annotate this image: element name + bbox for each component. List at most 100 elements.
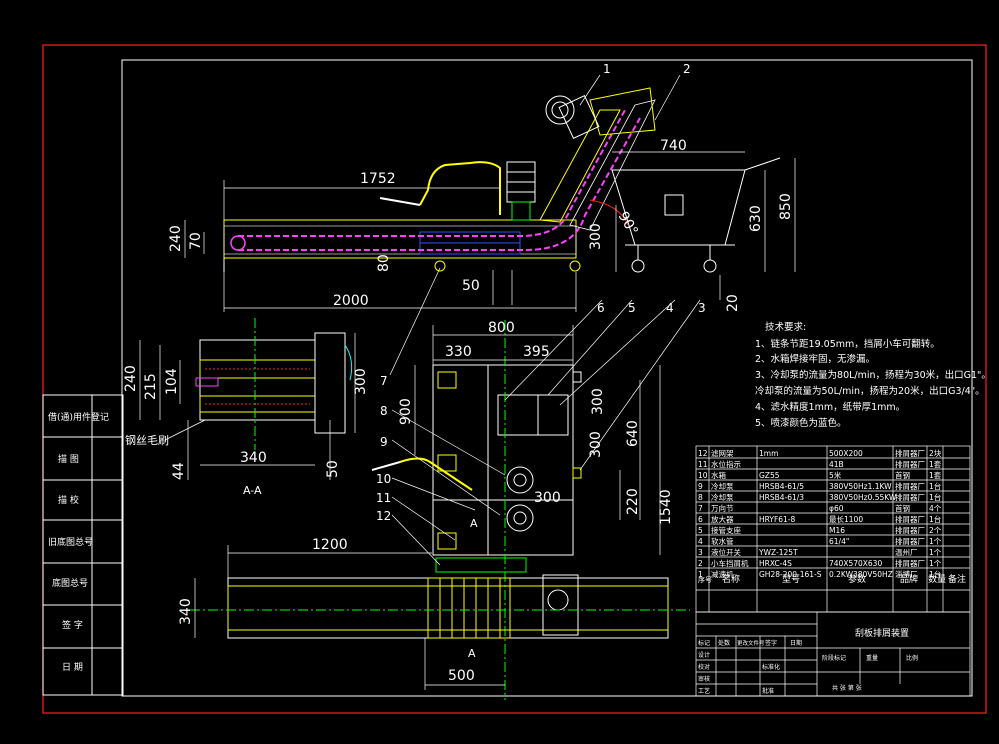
dim-395: 395: [523, 344, 550, 360]
dim-300-front: 300: [588, 223, 604, 250]
sheet-count: 共 张 第 张: [832, 684, 862, 692]
callout-2: 2: [683, 62, 691, 76]
bom-cell: 740X570X630: [829, 559, 882, 568]
bom-table: [695, 445, 971, 697]
bottom-view-dims: [194, 545, 505, 690]
callout-1: 1: [603, 62, 611, 76]
dim-50-section: 50: [325, 460, 341, 478]
bom-cell: 接管支座: [711, 525, 741, 535]
callout-8: 8: [380, 404, 388, 418]
bom-cell: 2: [698, 559, 703, 568]
sig-file: 更改文件号: [737, 639, 765, 647]
dim-630: 630: [748, 205, 764, 232]
bom-cell: 1mm: [759, 449, 778, 458]
sig-date: 日期: [790, 639, 802, 647]
dim-300-top-b: 300: [588, 431, 604, 458]
bom-cell: 1台: [929, 569, 941, 579]
outer-frame: [42, 44, 987, 714]
front-dims: [184, 151, 796, 312]
dim-1540: 1540: [658, 489, 674, 525]
tech-line-3: 3、冷却泵的流量为80L/min，扬程为30米，出口G1"。: [755, 369, 991, 381]
leader-lines: [164, 74, 701, 566]
bom-cell: 最长1100: [829, 514, 863, 524]
bom-cell: 1个: [929, 559, 942, 568]
bom-cell: 排屑器厂: [895, 448, 925, 458]
sig-sign: 签字: [765, 639, 777, 647]
callout-11: 11: [376, 491, 391, 505]
bom-cell: HRYF61-8: [759, 515, 796, 524]
callout-7: 7: [380, 374, 388, 388]
bom-cell: 滤网架: [711, 448, 734, 458]
side-table: [42, 394, 124, 696]
bom-cell: 0.2KW380V50HZ: [829, 570, 893, 579]
top-view-dims: [414, 325, 661, 555]
bom-cell: 排屑器厂: [895, 481, 925, 491]
tech-line-2: 2、水箱焊接牢固，无渗漏。: [755, 353, 875, 365]
bom-cell: 2块: [929, 448, 942, 458]
bom-cell: 淄博厂: [895, 569, 918, 579]
bom-cell: 4: [698, 537, 703, 546]
dim-1200: 1200: [312, 537, 348, 553]
inner-frame: [121, 59, 973, 697]
stage-weight: 重量: [866, 654, 878, 662]
drawing-title: 刮板排屑装置: [855, 627, 909, 639]
tech-line-5: 4、滤水精度1mm，纸带厚1mm。: [755, 401, 905, 413]
sig-count: 处数: [718, 639, 730, 647]
dim-240-front: 240: [168, 225, 184, 252]
callout-9: 9: [380, 435, 388, 449]
bom-cell: 1台: [929, 481, 941, 491]
side-cell-1: 描 图: [58, 453, 79, 465]
bom-cell: 放大器: [711, 514, 734, 524]
bom-cell: 500X200: [829, 449, 863, 458]
dim-70: 70: [188, 232, 204, 250]
front-view: [223, 87, 781, 273]
side-cell-2: 描 校: [58, 494, 79, 506]
bom-cell: 首钢: [895, 470, 910, 480]
bom-cell: M16: [829, 526, 845, 535]
bom-cell: 减速机: [711, 569, 734, 579]
bom-cell: 6: [698, 515, 703, 524]
bom-cell: 首钢: [895, 503, 910, 513]
bom-cell: 1台: [929, 492, 941, 502]
dim-850: 850: [778, 193, 794, 220]
callout-5: 5: [628, 301, 636, 315]
bom-cell: 12: [698, 449, 708, 458]
bom-cell: 排屑器厂: [895, 525, 925, 535]
callout-3: 3: [698, 301, 706, 315]
bom-header-qty: 数量: [928, 573, 946, 585]
bom-cell: 水箱: [711, 470, 726, 480]
bom-cell: 1个: [929, 548, 942, 557]
side-cell-4: 底图总号: [52, 577, 88, 589]
bom-cell: 软水管: [711, 536, 734, 546]
role-check: 校对: [698, 663, 710, 671]
bom-cell: 10: [698, 471, 708, 480]
side-cell-3: 旧底图总号: [48, 536, 93, 548]
section-aa-view: [195, 318, 353, 450]
bom-cell: HRSB4-61/3: [759, 493, 804, 502]
bom-cell: 4个: [929, 504, 942, 513]
bom-cell: 9: [698, 482, 703, 491]
dim-240-section: 240: [123, 365, 139, 392]
dim-300-section: 300: [353, 368, 369, 395]
dim-104: 104: [164, 368, 180, 395]
callout-12: 12: [376, 509, 391, 523]
bom-cell: 冷却泵: [711, 481, 734, 491]
dim-900: 900: [398, 398, 414, 425]
bom-cell: 5: [698, 526, 703, 535]
tech-line-4: 冷却泵的流量为50L/min，扬程为20米，出口G3/4"。: [755, 385, 985, 397]
role-process: 工艺: [698, 687, 710, 695]
bom-cell: 380V50Hz0.55KW: [829, 493, 897, 502]
bom-header-name: 名称: [722, 573, 740, 585]
dim-215: 215: [143, 373, 159, 400]
bom-header-model: 型号: [782, 574, 800, 585]
section-mark-bottom: A: [468, 647, 476, 660]
bom-cell: HRSB4-61/5: [759, 482, 804, 491]
bom-cell: 11: [698, 460, 708, 469]
bom-cell: HRXC-4S: [759, 559, 792, 568]
bom-cell: YWZ-125T: [758, 548, 798, 557]
dim-330: 330: [445, 344, 472, 360]
tech-line-6: 5、喷漆颜色为蓝色。: [755, 417, 847, 429]
dim-500: 500: [448, 668, 475, 684]
callout-6: 6: [597, 301, 605, 315]
